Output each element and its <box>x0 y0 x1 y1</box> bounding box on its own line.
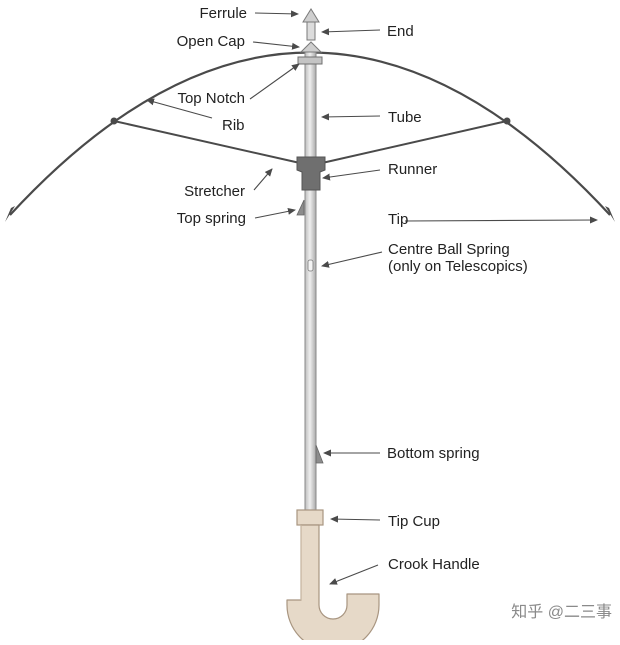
crook-handle <box>286 524 380 645</box>
arrow-rib <box>146 98 213 119</box>
arrow-tube <box>321 113 381 121</box>
label-tip-cup: Tip Cup <box>388 513 440 530</box>
watermark: 知乎 @二三事 <box>511 603 612 621</box>
rib-joint-right <box>503 117 511 125</box>
open-cap <box>299 41 323 53</box>
label-open-cap: Open Cap <box>177 33 245 50</box>
label-end: End <box>387 23 414 40</box>
label-centre-ball-spring: Centre Ball Spring <box>388 241 510 258</box>
label-crook-handle: Crook Handle <box>388 556 480 573</box>
tip-cup <box>296 509 324 526</box>
end-cap <box>306 21 316 41</box>
arrow-top-spring <box>254 207 296 219</box>
label-top-notch: Top Notch <box>177 90 245 107</box>
top-spring <box>296 199 305 216</box>
label-runner: Runner <box>388 161 437 178</box>
label-rib: Rib <box>222 117 245 134</box>
arrow-open-cap <box>252 41 300 50</box>
arrow-ferrule <box>254 10 299 18</box>
leader-lines <box>146 10 598 585</box>
centre-ball-spring <box>307 259 314 272</box>
arrow-tip <box>404 216 598 224</box>
label-top-spring: Top spring <box>177 210 246 227</box>
label-bottom-spring: Bottom spring <box>387 445 480 462</box>
shaft-tube <box>304 47 317 511</box>
arrow-centre-ball-spring <box>321 251 383 268</box>
label-stretcher: Stretcher <box>184 183 245 200</box>
label-centre-ball-spring-note: (only on Telescopics) <box>388 258 528 275</box>
label-tube: Tube <box>388 109 422 126</box>
rib-tip-left <box>5 206 15 222</box>
arrow-top-notch <box>249 63 300 100</box>
runner <box>296 156 326 191</box>
top-notch <box>297 56 323 65</box>
stretcher-right <box>321 120 508 164</box>
label-tip: Tip <box>388 211 408 228</box>
arrow-end <box>321 28 381 36</box>
arrow-runner <box>322 169 381 181</box>
arrow-crook-handle <box>329 564 379 585</box>
label-ferrule: Ferrule <box>199 5 247 22</box>
bottom-spring <box>315 444 324 464</box>
stretcher-left <box>113 120 301 164</box>
rib-joint-left <box>110 117 118 125</box>
arrow-stretcher <box>253 168 273 191</box>
rib-tip-right <box>605 206 615 222</box>
ferrule <box>302 8 320 23</box>
arrow-tip-cup <box>330 515 381 523</box>
